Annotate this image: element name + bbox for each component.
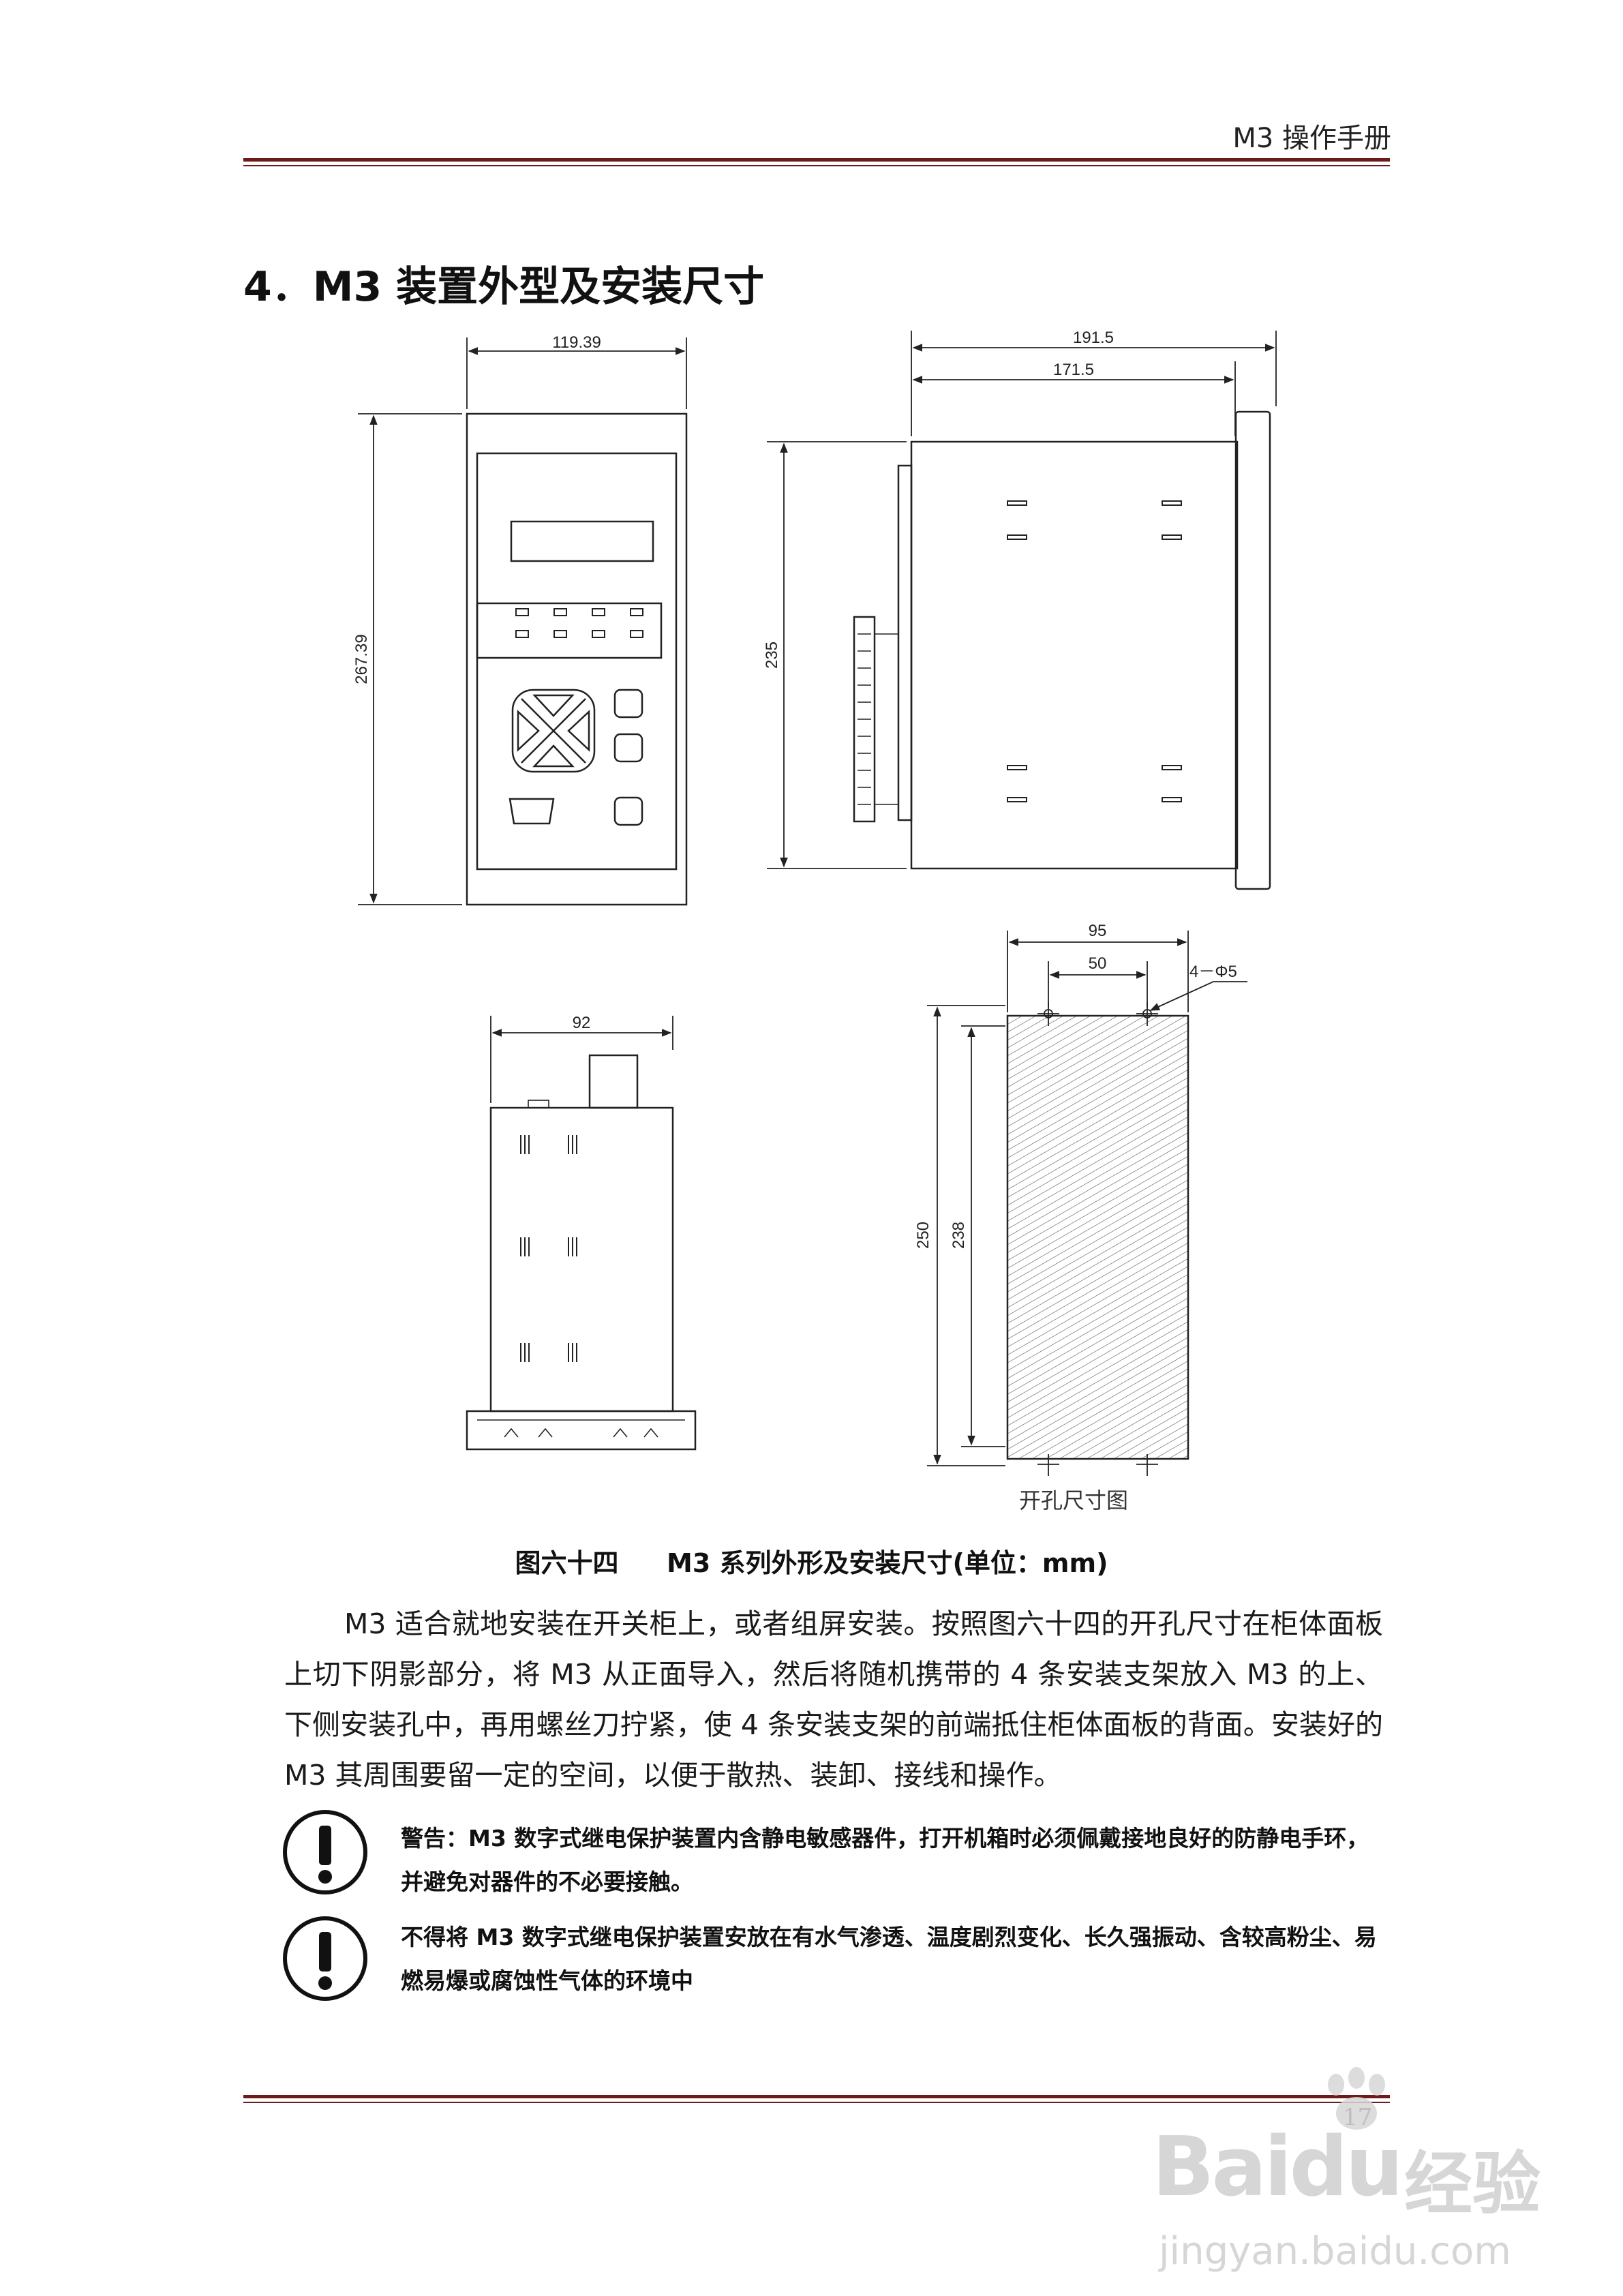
section-title: 4．M3 装置外型及安装尺寸 <box>243 263 765 311</box>
dimension-drawing: 119.39 267.39 191.5 171.5 235 92 95 50 4… <box>352 329 1277 1513</box>
warning-text-environment: 不得将 M3 数字式继电保护装置安放在有水气渗透、温度剧烈变化、长久强振动、含较… <box>401 1924 1377 1994</box>
dim-top-width: 92 <box>573 1014 591 1032</box>
side-view <box>767 331 1277 890</box>
header-rule <box>243 158 1390 162</box>
figure-caption: 图六十四 M3 系列外形及安装尺寸(单位：mm) <box>0 1542 1623 1580</box>
warning-icon <box>283 1810 367 1894</box>
baidu-watermark: Baidu 经验 jingyan.baidu.com <box>1152 2066 1588 2291</box>
dim-hole-spacing: 50 <box>1089 954 1107 973</box>
watermark-brand-cn: 经验 <box>1404 2144 1541 2224</box>
top-view <box>466 1016 697 1451</box>
dim-hole-spec: 4－Φ5 <box>1189 963 1237 981</box>
running-header-title: M3 操作手册 <box>1232 123 1391 154</box>
footer-rule-thin <box>243 2102 1390 2103</box>
caption-text: M3 系列外形及安装尺寸(单位：mm) <box>667 1548 1108 1578</box>
dim-cutout-height-outer: 250 <box>914 1222 932 1249</box>
dim-front-width: 119.39 <box>552 333 601 352</box>
body-paragraph: M3 适合就地安装在开关柜上，或者组屏安装。按照图六十四的开孔尺寸在柜体面板上切… <box>284 1607 1383 1792</box>
dim-side-height: 235 <box>763 641 781 669</box>
cutout-view <box>927 931 1247 1476</box>
warning-icon <box>283 1916 367 2001</box>
dim-side-width-inner: 171.5 <box>1053 361 1094 379</box>
header-rule-thin <box>243 165 1390 166</box>
front-view <box>358 337 688 906</box>
footer-rule <box>243 2095 1390 2098</box>
watermark-brand: Baidu <box>1152 2120 1404 2215</box>
dim-side-width-outer: 191.5 <box>1073 329 1114 347</box>
dim-cutout-width: 95 <box>1089 922 1107 940</box>
dim-cutout-height-inner: 238 <box>950 1222 968 1249</box>
warning-text-static: 警告：M3 数字式继电保护装置内含静电敏感器件，打开机箱时必须佩戴接地良好的防静… <box>401 1825 1369 1895</box>
watermark-url: jingyan.baidu.com <box>1159 2229 1511 2274</box>
cutout-label: 开孔尺寸图 <box>1019 1487 1128 1513</box>
caption-prefix: 图六十四 <box>515 1548 619 1578</box>
dim-front-height: 267.39 <box>352 634 371 684</box>
paw-icon <box>1328 2067 1385 2130</box>
